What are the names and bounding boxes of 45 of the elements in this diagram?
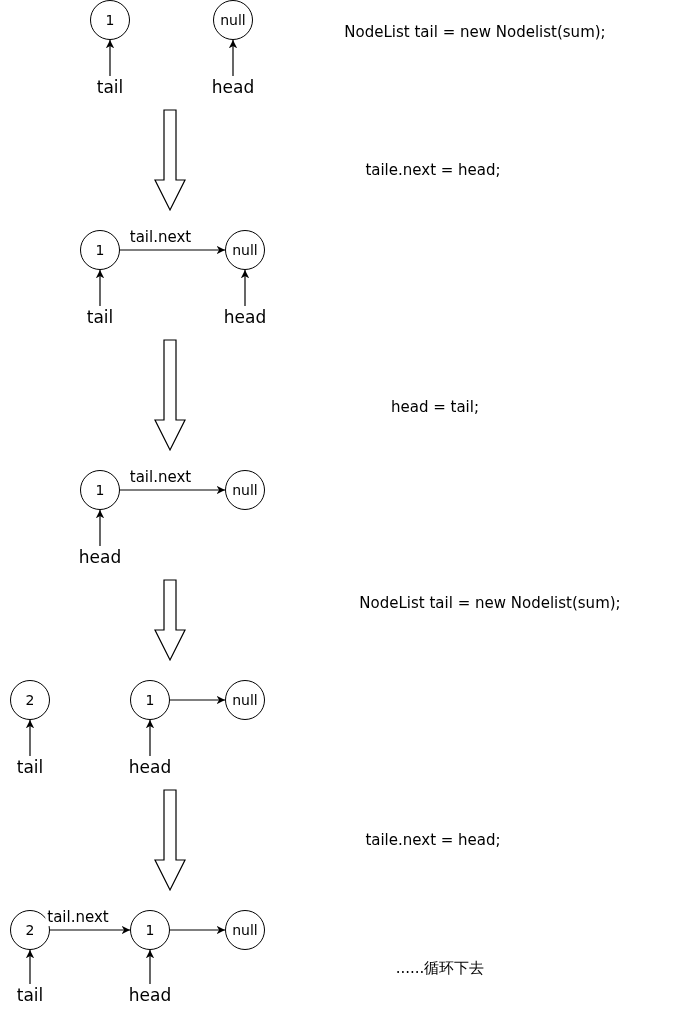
arrow xyxy=(95,269,105,307)
list-node-circle: null xyxy=(225,230,265,270)
arrow xyxy=(240,269,250,307)
list-node-circle: 1 xyxy=(80,230,120,270)
pointer-label: tail xyxy=(5,756,55,778)
arrow xyxy=(119,245,226,255)
block-arrow xyxy=(154,339,186,452)
arrow xyxy=(119,485,226,495)
arrow xyxy=(25,949,35,985)
list-node-circle: 1 xyxy=(130,680,170,720)
block-arrow xyxy=(154,109,186,212)
list-node-circle: 1 xyxy=(90,0,130,40)
arrow xyxy=(228,39,238,77)
arrow xyxy=(145,949,155,985)
code-text: head = tail; xyxy=(391,398,479,416)
edge-label: tail.next xyxy=(45,908,111,926)
note-text: ......循环下去 xyxy=(395,958,485,978)
list-node-circle: 1 xyxy=(80,470,120,510)
list-node-circle: null xyxy=(225,680,265,720)
arrow xyxy=(49,925,131,935)
code-text: taile.next = head; xyxy=(365,831,501,849)
arrow xyxy=(145,719,155,757)
block-arrow xyxy=(154,789,186,892)
list-node-circle: 1 xyxy=(130,910,170,950)
pointer-label: head xyxy=(75,546,125,568)
code-text: NodeList tail = new Nodelist(sum); xyxy=(359,594,621,612)
list-node-circle: null xyxy=(213,0,253,40)
arrow xyxy=(95,509,105,547)
code-text: NodeList tail = new Nodelist(sum); xyxy=(344,23,606,41)
pointer-label: head xyxy=(125,756,175,778)
pointer-label: head xyxy=(125,984,175,1006)
pointer-label: tail xyxy=(85,76,135,98)
block-arrow xyxy=(154,579,186,662)
arrow xyxy=(25,719,35,757)
arrow xyxy=(169,695,226,705)
arrow xyxy=(169,925,226,935)
list-node-circle: null xyxy=(225,910,265,950)
arrow xyxy=(105,39,115,77)
pointer-label: tail xyxy=(75,306,125,328)
list-node-circle: 2 xyxy=(10,680,50,720)
list-node-circle: null xyxy=(225,470,265,510)
code-text: taile.next = head; xyxy=(365,161,501,179)
pointer-label: head xyxy=(220,306,270,328)
pointer-label: tail xyxy=(5,984,55,1006)
pointer-label: head xyxy=(208,76,258,98)
